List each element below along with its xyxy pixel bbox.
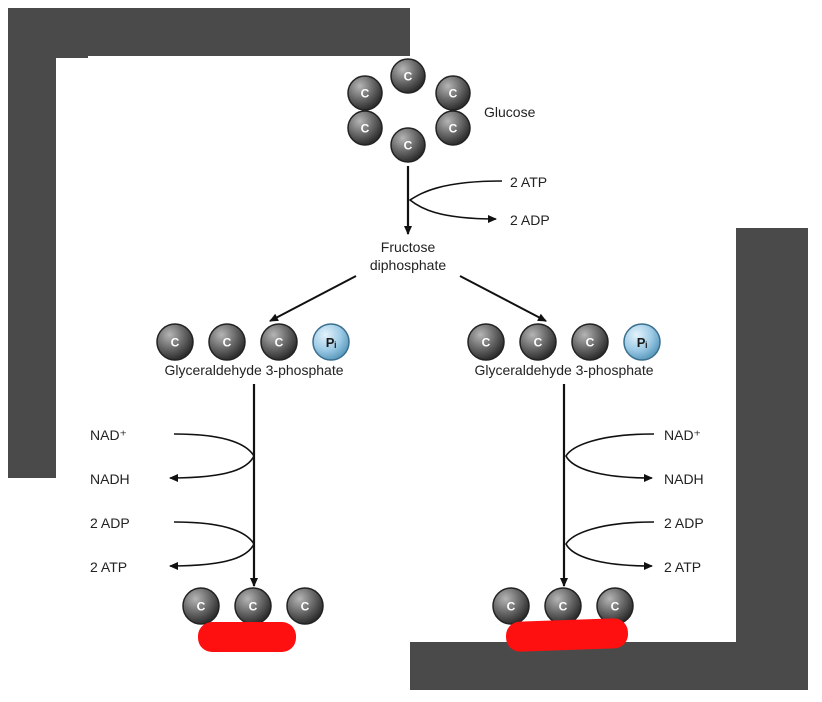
carbon-atom: C <box>571 323 609 361</box>
arrow-split-left <box>269 275 357 322</box>
carbon-atom: C <box>390 127 426 163</box>
left-atp-label: 2 ATP <box>90 559 127 575</box>
atom-label: C <box>197 600 206 614</box>
atom-label: C <box>586 336 595 350</box>
atom-label: C <box>449 87 458 101</box>
nad-coupling-arrow-right <box>565 433 655 482</box>
paper-tab-top <box>88 56 418 70</box>
atom-label: C <box>223 336 232 350</box>
phosphate-label: Pᵢ <box>637 335 648 350</box>
carbon-atom: C <box>347 75 383 111</box>
phosphate-group: Pᵢ <box>623 323 661 361</box>
carbon-atom: C <box>234 587 272 625</box>
paper-tab-left <box>56 60 90 80</box>
carbon-atom: C <box>492 587 530 625</box>
atom-label: C <box>249 600 258 614</box>
left-nadh-label: NADH <box>90 471 130 487</box>
right-adp-label: 2 ADP <box>664 515 704 531</box>
adp-coupling-arrow-left <box>169 521 255 570</box>
redaction-mark-left <box>198 622 296 652</box>
carbon-atom: C <box>182 587 220 625</box>
carbon-atom: C <box>260 323 298 361</box>
glucose-molecule: C C C C C C <box>347 58 471 163</box>
nad-coupling-arrow-left <box>169 433 255 482</box>
atom-label: C <box>482 336 491 350</box>
carbon-atom: C <box>208 323 246 361</box>
carbon-atom: C <box>544 587 582 625</box>
carbon-atom: C <box>286 587 324 625</box>
left-nad-label: NAD⁺ <box>90 427 127 443</box>
atom-label: C <box>449 122 458 136</box>
atom-label: C <box>404 70 413 84</box>
redaction-mark-right <box>505 617 629 653</box>
step1-input-atp: 2 ATP <box>510 174 547 190</box>
atom-label: C <box>559 600 568 614</box>
step1-output-adp: 2 ADP <box>510 212 550 228</box>
right-atp-label: 2 ATP <box>664 559 701 575</box>
carbon-atom: C <box>596 587 634 625</box>
atom-label: C <box>171 336 180 350</box>
atom-label: C <box>361 122 370 136</box>
right-nadh-label: NADH <box>664 471 704 487</box>
g3p-left-label: Glyceraldehyde 3-phosphate <box>164 362 343 378</box>
fructose-label-line2: diphosphate <box>370 257 447 273</box>
adp-coupling-arrow-right <box>565 521 655 570</box>
carbon-atom: C <box>519 323 557 361</box>
arrow-split-right <box>459 275 547 322</box>
carbon-atom: C <box>467 323 505 361</box>
product-molecule-right: C C C <box>492 587 634 625</box>
product-molecule-left: C C C <box>182 587 324 625</box>
atom-label: C <box>301 600 310 614</box>
g3p-molecule-right: C C C Pᵢ <box>467 323 661 361</box>
atom-label: C <box>611 600 620 614</box>
atom-label: C <box>361 87 370 101</box>
carbon-atom: C <box>390 58 426 94</box>
atp-coupling-arrow <box>408 180 503 223</box>
fructose-label-line1: Fructose <box>381 239 436 255</box>
g3p-molecule-left: C C C Pᵢ <box>156 323 350 361</box>
carbon-atom: C <box>435 110 471 146</box>
atom-label: C <box>534 336 543 350</box>
carbon-atom: C <box>347 110 383 146</box>
left-adp-label: 2 ADP <box>90 515 130 531</box>
glucose-label: Glucose <box>484 104 536 120</box>
g3p-right-label: Glyceraldehyde 3-phosphate <box>474 362 653 378</box>
right-nad-label: NAD⁺ <box>664 427 701 443</box>
atom-label: C <box>507 600 516 614</box>
carbon-atom: C <box>435 75 471 111</box>
phosphate-group: Pᵢ <box>312 323 350 361</box>
carbon-atom: C <box>156 323 194 361</box>
atom-label: C <box>275 336 284 350</box>
phosphate-label: Pᵢ <box>326 335 337 350</box>
atom-label: C <box>404 139 413 153</box>
